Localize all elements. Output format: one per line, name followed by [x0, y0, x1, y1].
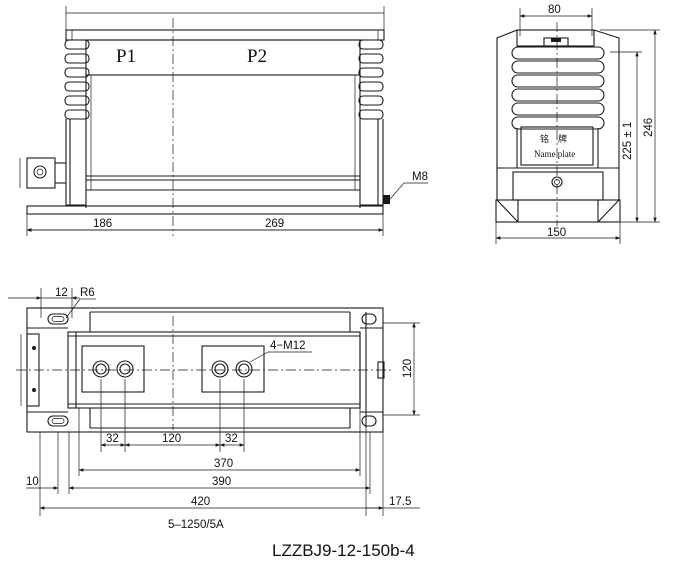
label-p2: P2	[247, 46, 267, 67]
dim-r6: R6	[80, 287, 95, 299]
side-view: 80 铭 牌 Name plate	[495, 4, 660, 244]
dim-370: 370	[214, 458, 233, 470]
dim-12: 12	[55, 287, 68, 299]
dim-120-right: 120	[402, 359, 414, 378]
nameplate-cn: 铭 牌	[540, 133, 567, 144]
front-view: M8 P1 P2 186 269	[19, 6, 428, 236]
nameplate-en: Name plate	[534, 149, 575, 159]
model-title: LZZBJ9-12-150b-4	[272, 541, 415, 560]
right-ribs	[358, 39, 384, 120]
top-view: 12 R6	[8, 287, 420, 516]
label-m8: M8	[412, 171, 428, 183]
dim-225: 225 ± 1	[622, 122, 634, 160]
dim-269: 269	[265, 218, 284, 230]
dim-120-mid: 120	[162, 433, 181, 445]
dim-150: 150	[547, 227, 566, 239]
dim-32-a: 32	[106, 433, 119, 445]
label-p1: P1	[116, 46, 136, 67]
dim-246: 246	[643, 118, 655, 137]
left-ribs	[64, 39, 90, 120]
side-ribs	[511, 46, 605, 130]
label-4-m12: 4−M12	[270, 340, 305, 352]
dim-80: 80	[548, 4, 561, 16]
dim-10: 10	[26, 476, 39, 488]
dim-420: 420	[191, 496, 210, 508]
dim-186: 186	[93, 218, 112, 230]
dim-17-5: 17.5	[389, 496, 411, 508]
dim-390: 390	[212, 476, 231, 488]
mounting-slots	[47, 313, 377, 427]
dim-32-b: 32	[225, 433, 238, 445]
current-ratio: 5–1250/5A	[168, 519, 224, 531]
